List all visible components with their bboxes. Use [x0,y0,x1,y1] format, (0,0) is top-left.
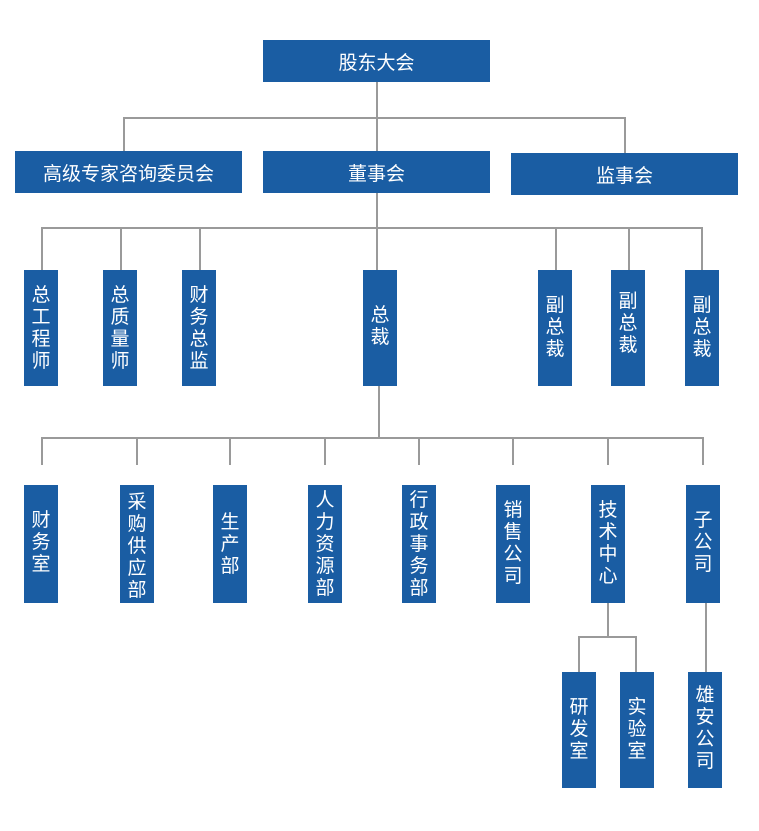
shareholders-meeting-label: 股东大会 [338,51,415,74]
rnd-office-box: 研发室 [562,672,596,788]
cfo-box: 财务总监 [182,270,216,386]
connector [635,636,637,672]
connector [41,437,43,465]
laboratory-label: 实验室 [627,696,647,762]
vice-president-box: 副总裁 [538,270,572,386]
connector [41,437,704,439]
laboratory-box: 实验室 [620,672,654,788]
connector [702,437,704,465]
connector [41,227,703,229]
connector [376,193,378,270]
chief-engineer-box: 总工程师 [24,270,58,386]
subsidiary-box: 子公司 [686,485,720,603]
chief-quality-label: 总质量师 [110,284,130,372]
connector [324,437,326,465]
president-box: 总裁 [363,270,397,386]
connector [624,117,626,153]
connector [123,117,125,151]
supervisory-board-label: 监事会 [595,164,653,187]
vice-president-label: 副总裁 [545,294,565,360]
connector [41,227,43,270]
vice-president-label: 副总裁 [618,290,638,356]
hr-dept-label: 人力资源部 [315,489,335,599]
connector [701,227,703,270]
admin-dept-label: 行政事务部 [409,489,429,599]
connector [199,227,201,270]
vice-president-label: 副总裁 [692,294,712,360]
admin-dept-box: 行政事务部 [402,485,436,603]
connector [555,227,557,270]
vice-president-box: 副总裁 [611,270,645,386]
connector [628,227,630,270]
subsidiary-label: 子公司 [693,509,713,575]
connector [376,82,378,151]
connector [418,437,420,465]
connector [512,437,514,465]
production-dept-label: 生产部 [220,511,240,577]
sales-company-box: 销售公司 [496,485,530,603]
connector [136,437,138,465]
president-label: 总裁 [370,304,390,348]
tech-center-box: 技术中心 [591,485,625,603]
purchasing-dept-box: 采购供应部 [120,485,154,603]
expert-committee-label: 高级专家咨询委员会 [42,162,214,185]
connector [120,227,122,270]
connector [607,437,609,465]
connector [607,603,609,637]
tech-center-label: 技术中心 [598,499,618,587]
shareholders-meeting-box: 股东大会 [263,40,490,82]
connector [229,437,231,465]
supervisory-board-box: 监事会 [511,153,738,195]
board-of-directors-label: 董事会 [347,162,405,185]
connector [123,117,626,119]
xiongan-company-box: 雄安公司 [688,672,722,788]
expert-committee-box: 高级专家咨询委员会 [15,151,242,193]
production-dept-box: 生产部 [213,485,247,603]
connector [578,636,580,672]
chief-engineer-label: 总工程师 [31,284,51,372]
board-of-directors-box: 董事会 [263,151,490,193]
xiongan-company-label: 雄安公司 [695,684,715,772]
hr-dept-box: 人力资源部 [308,485,342,603]
vice-president-box: 副总裁 [685,270,719,386]
finance-office-box: 财务室 [24,485,58,603]
purchasing-dept-label: 采购供应部 [127,491,147,601]
chief-quality-box: 总质量师 [103,270,137,386]
sales-company-label: 销售公司 [503,499,523,587]
connector [578,636,637,638]
finance-office-label: 财务室 [31,509,51,575]
rnd-office-label: 研发室 [569,696,589,762]
cfo-label: 财务总监 [189,284,209,372]
connector [705,603,707,672]
connector [378,386,380,438]
